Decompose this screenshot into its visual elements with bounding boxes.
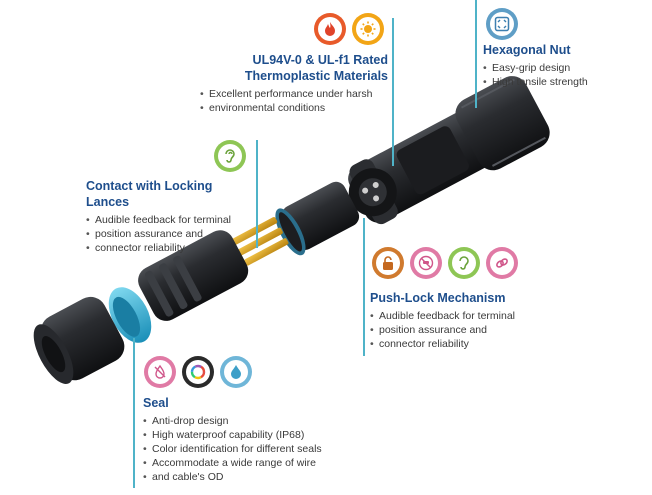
leader-line-push-lock: [363, 218, 365, 356]
contact-bullet: connector reliability: [86, 241, 256, 255]
contact-title: Contact with Locking Lances: [86, 179, 213, 209]
push-lock-title: Push-Lock Mechanism: [370, 291, 506, 305]
seal-bullets: Anti-drop design High waterproof capabil…: [143, 414, 373, 484]
hex-nut-bullet: Easy-grip design: [483, 61, 643, 75]
no-drop-icon: [144, 356, 176, 388]
feature-hex-nut: Hexagonal Nut Easy-grip design High tens…: [483, 42, 643, 89]
leader-line-seal: [133, 338, 135, 488]
push-lock-bullet: position assurance and: [370, 323, 550, 337]
water-drop-icon: [220, 356, 252, 388]
seal-bullet: and cable's OD: [143, 470, 373, 484]
no-tool-icon: [410, 247, 442, 279]
hexagon-nut-icon: [486, 8, 518, 40]
ear-icon: [214, 140, 246, 172]
contact-bullet: Audible feedback for terminal: [86, 213, 256, 227]
plug-insert: [275, 181, 360, 256]
push-lock-bullets: Audible feedback for terminal position a…: [370, 309, 550, 351]
materials-bullet: Excellent performance under harsh: [200, 87, 400, 101]
feature-contact: Contact with Locking Lances Audible feed…: [86, 178, 256, 255]
contact-bullets: Audible feedback for terminal position a…: [86, 213, 256, 255]
hex-nut-title: Hexagonal Nut: [483, 43, 571, 57]
color-ring-icon: [182, 356, 214, 388]
seal-bullet: Anti-drop design: [143, 414, 373, 428]
leader-line-contact: [256, 140, 258, 248]
materials-bullets: Excellent performance under harsh enviro…: [200, 87, 400, 115]
ear-icon: [448, 247, 480, 279]
flame-icon: [314, 13, 346, 45]
seal-bullet: Color identification for different seals: [143, 442, 373, 456]
materials-bullet: environmental conditions: [200, 101, 400, 115]
push-lock-bullet: connector reliability: [370, 337, 550, 351]
feature-materials: UL94V-0 & UL-f1 Rated Thermoplastic Mate…: [200, 52, 400, 115]
hex-nut-bullet: High tensile strength: [483, 75, 643, 89]
feature-seal: Seal Anti-drop design High waterproof ca…: [143, 395, 373, 484]
seal-title: Seal: [143, 396, 169, 410]
sun-icon: [352, 13, 384, 45]
materials-title-line1: UL94V-0 & UL-f1 Rated: [252, 53, 388, 67]
leader-line-hex-nut: [475, 0, 477, 108]
socket-housing: [348, 76, 550, 225]
linked-rings-icon: [486, 247, 518, 279]
cyan-seal: [108, 287, 152, 343]
materials-title-line2: Thermoplastic Materials: [244, 69, 388, 83]
feature-push-lock: Push-Lock Mechanism Audible feedback for…: [370, 290, 550, 351]
contact-bullet: position assurance and: [86, 227, 256, 241]
padlock-icon: [372, 247, 404, 279]
seal-bullet: High waterproof capability (IP68): [143, 428, 373, 442]
push-lock-bullet: Audible feedback for terminal: [370, 309, 550, 323]
seal-bullet: Accommodate a wide range of wire: [143, 456, 373, 470]
hex-nut-bullets: Easy-grip design High tensile strength: [483, 61, 643, 89]
gland-nut: [33, 296, 125, 384]
